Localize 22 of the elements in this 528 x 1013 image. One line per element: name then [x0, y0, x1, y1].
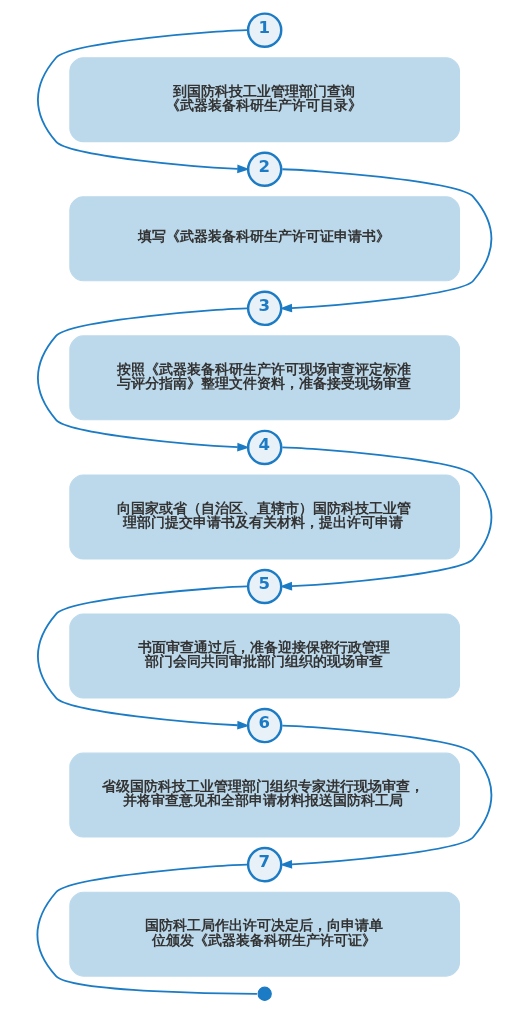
node-box: 国防科工局作出许可决定后，向申请单位颁发《武器装备科研生产许可证》: [68, 891, 460, 977]
node-circle: [257, 986, 272, 1001]
arrow: [279, 724, 492, 869]
node-circle: 5: [246, 568, 282, 604]
arrow: [279, 167, 492, 312]
node-circle: 3: [246, 290, 282, 326]
node-circle: 6: [246, 707, 282, 743]
node-box: 省级国防科技工业管理部门组织专家进行现场审查，并将审查意见和全部申请材料报送国防科工局: [68, 752, 460, 838]
node-circle: 4: [246, 429, 282, 465]
node-box: 按照《武器装备科研生产许可现场审查评定标准与评分指南》整理文件资料，准备接受现场审查: [68, 334, 460, 420]
arrow: [36, 306, 250, 451]
node-circle: 1: [246, 11, 282, 48]
node-box: 书面审查通过后，准备迎接保密行政管理部门会同共同审批部门组织的现场审查: [68, 613, 460, 698]
node-box: 向国家或省（自治区、直辖市）国防科技工业管理部门提交申请书及有关材料，提出许可申请: [68, 473, 460, 559]
node-circle: 7: [246, 846, 282, 882]
arrow: [36, 585, 250, 730]
node-box: 填写《武器装备科研生产许可证申请书》: [68, 195, 460, 281]
arrow: [36, 28, 250, 173]
arrow: [279, 446, 492, 590]
node-box: 到国防科技工业管理部门查询《武器装备科研生产许可目录》: [68, 56, 460, 142]
node-circle: 2: [246, 150, 282, 187]
connector: [36, 863, 258, 995]
